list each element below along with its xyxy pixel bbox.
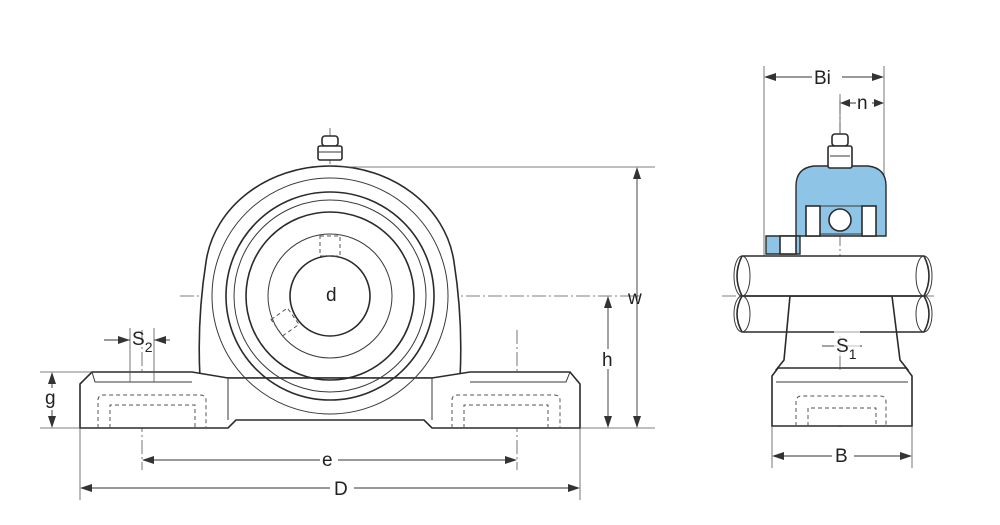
side-base (771, 367, 913, 427)
inner-ring-width-label: Bi (814, 68, 831, 89)
slot-width-label: S2 (132, 329, 153, 355)
overall-length-label: D (334, 479, 348, 500)
shaft (736, 255, 930, 297)
offset-label: n (857, 93, 868, 114)
side-grease-nipple-icon (827, 133, 853, 169)
front-view: d w h g S2 e (40, 128, 655, 500)
bolt-spacing-label: e (322, 450, 333, 471)
side-view: Bi n (722, 66, 935, 468)
base-width-label: B (835, 446, 848, 467)
bore-diameter-label: d (326, 285, 337, 306)
shoulder-label: S1 (836, 336, 857, 362)
housing-body (198, 165, 462, 379)
center-height-label: h (602, 350, 613, 371)
base-height-label: g (45, 388, 56, 409)
overall-height-label: w (627, 288, 642, 309)
grease-nipple-icon (317, 135, 343, 161)
